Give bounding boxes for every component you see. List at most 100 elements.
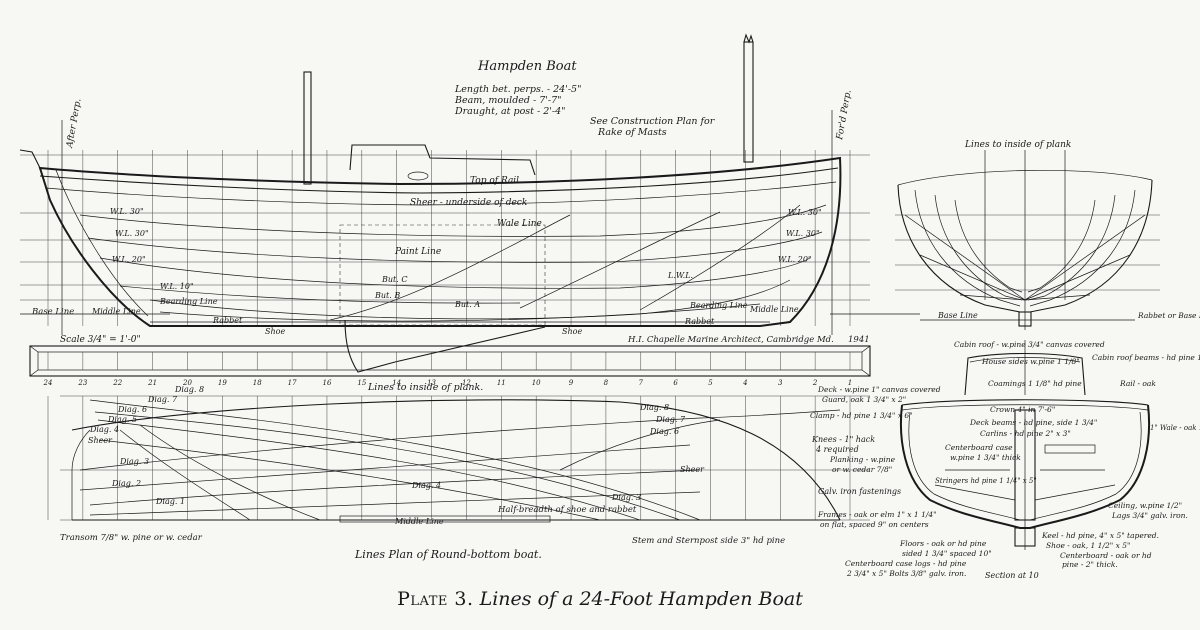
c-planking: Planking - w.pine bbox=[829, 455, 896, 464]
label-diag6-b: Diag. 6 bbox=[649, 427, 679, 436]
station-number: 8 bbox=[604, 379, 609, 387]
note-construction: See Construction Plan for bbox=[590, 116, 716, 127]
c-frames2: on flat, spaced 9" on centers bbox=[820, 520, 929, 529]
c-house-sides: House sides w.pine 1 1/8" bbox=[981, 357, 1080, 366]
scale-bar: Scale 3/4" = 1'-0" H.I. Chapelle Marine … bbox=[29, 335, 871, 393]
c-lags: Lags 3/4" galv. iron. bbox=[1111, 511, 1188, 520]
profile-view bbox=[19, 33, 920, 373]
station-number: 18 bbox=[253, 379, 262, 387]
label-after-perp: After Perp. bbox=[65, 98, 84, 150]
station-number: 13 bbox=[427, 379, 436, 387]
c-cabin-beams: Cabin roof beams - hd pine 1 3/8" x 4" bbox=[1092, 353, 1200, 362]
station-number: 7 bbox=[639, 379, 644, 387]
c-cb-case: Centerboard case bbox=[945, 443, 1013, 452]
c-knees: Knees - 1" hack bbox=[811, 435, 875, 444]
caption-plate: Plate 3. bbox=[397, 588, 474, 610]
label-bearding-aft: Bearding Line bbox=[159, 297, 218, 306]
label-wl20-aft: W.L. 20" bbox=[112, 255, 146, 264]
station-number: 11 bbox=[497, 379, 506, 387]
c-cb-case2: w.pine 1 3/4" thick bbox=[950, 453, 1021, 462]
plate-caption: Plate 3. Lines of a 24-Foot Hampden Boat bbox=[0, 588, 1200, 610]
spec-length: Length bet. perps. - 24'-5" bbox=[454, 84, 581, 95]
label-diag7-b: Diag. 7 bbox=[655, 415, 686, 424]
label-wl30-aft: W.L. 30" bbox=[110, 207, 144, 216]
label-middle-plan: Middle Line bbox=[394, 517, 444, 526]
station-number: 9 bbox=[569, 379, 574, 387]
c-carlins: Carlins - hd pine 2" x 3" bbox=[980, 429, 1071, 438]
label-sheer-b: Sheer bbox=[680, 465, 705, 474]
year-note: 1941 bbox=[848, 335, 870, 345]
label-diag1-a: Diag. 1 bbox=[155, 497, 185, 506]
label-diag3-a: Diag. 3 bbox=[119, 457, 149, 466]
label-diag5-a: Diag. 5 bbox=[107, 415, 137, 424]
label-lwl: L.W.L. bbox=[667, 271, 693, 280]
label-diag4-a: Diag. 4 bbox=[89, 425, 119, 434]
scale-note: Scale 3/4" = 1'-0" bbox=[60, 335, 141, 345]
label-top-of-rail: Top of Rail bbox=[470, 176, 519, 186]
label-rabbet-fwd: Rabbet bbox=[684, 317, 715, 326]
lines-inside-plank-mid: Lines to inside of plank. bbox=[367, 382, 483, 393]
c-rail: Rail - oak bbox=[1119, 379, 1156, 388]
label-wl30-fwd: W.L. 30" bbox=[788, 208, 822, 217]
station-number: 24 bbox=[43, 379, 53, 387]
plan-text: Diag. 8 Diag. 7 Diag. 6 Diag. 5 Diag. 4 … bbox=[60, 385, 785, 561]
c-planking2: or w. cedar 7/8" bbox=[832, 465, 892, 474]
label-rabbet-aft: Rabbet bbox=[212, 316, 243, 325]
note-rake: Rake of Masts bbox=[597, 127, 667, 138]
caption-title: Lines of a 24-Foot Hampden Boat bbox=[479, 588, 803, 610]
station-number: 12 bbox=[462, 379, 471, 387]
c-ceiling: Ceiling, w.pine 1/2" bbox=[1108, 501, 1182, 510]
body-plan: Lines to inside of plank Base Line Rabbe… bbox=[895, 140, 1200, 330]
station-number: 20 bbox=[182, 379, 192, 387]
drawing-title: Hampden Boat bbox=[477, 59, 577, 74]
c-cabin-roof: Cabin roof - w.pine 3/4" canvas covered bbox=[954, 340, 1105, 349]
label-shoe-fwd: Shoe bbox=[562, 327, 582, 336]
station-number: 10 bbox=[532, 379, 541, 387]
c-deck: Deck - w.pine 1" canvas covered bbox=[817, 385, 941, 394]
label-diag3-b: Diag. 3 bbox=[611, 493, 641, 502]
label-wl30b-fwd: W.L. 30" bbox=[786, 229, 820, 238]
spec-beam: Beam, moulded - 7'-7" bbox=[454, 95, 562, 106]
c-cb2: pine - 2" thick. bbox=[1062, 560, 1118, 569]
c-floors: Floors - oak or hd pine bbox=[899, 539, 987, 548]
spec-draught: Draught, at post - 2'-4" bbox=[454, 106, 566, 117]
body-plan-title: Lines to inside of plank bbox=[964, 140, 1071, 150]
c-galv: Galv. iron fastenings bbox=[818, 487, 901, 496]
label-wl30b-aft: W.L. 30" bbox=[115, 229, 149, 238]
label-bearding-fwd: Bearding Line bbox=[689, 301, 748, 310]
c-floors2: sided 1 3/4" spaced 10" bbox=[902, 549, 992, 558]
label-shoe-aft: Shoe bbox=[265, 327, 285, 336]
label-diag8-b: Diag. 8 bbox=[639, 403, 669, 412]
label-middle-aft: Middle Line bbox=[91, 307, 141, 316]
label-diag7-a: Diag. 7 bbox=[147, 395, 178, 404]
c-knees-req: 4 required bbox=[815, 445, 859, 454]
label-but-b: But. B bbox=[374, 291, 400, 300]
station-number: 4 bbox=[742, 379, 747, 387]
station-number: 1 bbox=[848, 379, 852, 387]
label-sheer-a: Sheer bbox=[88, 436, 113, 445]
station-number: 23 bbox=[77, 379, 87, 387]
label-diag2-a: Diag. 2 bbox=[111, 479, 141, 488]
station-number: 16 bbox=[322, 379, 331, 387]
station-number: 19 bbox=[218, 379, 227, 387]
c-crown: Crown 4" in 7'-6" bbox=[990, 405, 1055, 414]
label-wl20-fwd: W.L. 20" bbox=[778, 255, 812, 264]
label-wl10-aft: W.L. 10" bbox=[160, 282, 194, 291]
c-keel: Keel - hd pine, 4" x 5" tapered. bbox=[1041, 531, 1159, 540]
c-section: Section at 10 bbox=[985, 571, 1039, 580]
label-fwd-perp: For'd Perp. bbox=[835, 89, 854, 142]
label-stem: Stem and Sternpost side 3" hd pine bbox=[632, 536, 785, 546]
profile-text: Hampden Boat Length bet. perps. - 24'-5"… bbox=[31, 59, 854, 336]
construction-text: Cabin roof - w.pine 3/4" canvas covered … bbox=[810, 340, 1200, 580]
station-number: 14 bbox=[392, 379, 401, 387]
station-number: 15 bbox=[357, 379, 366, 387]
label-sheer: Sheer - underside of deck bbox=[410, 198, 527, 208]
c-guard: Guard, oak 1 3/4" x 2" bbox=[822, 395, 906, 404]
station-number: 2 bbox=[812, 379, 818, 387]
c-cb-logs: Centerboard case logs - hd pine bbox=[845, 559, 967, 568]
body-base-line: Base Line bbox=[937, 311, 978, 320]
label-but-c: But. C bbox=[381, 275, 407, 284]
plan-title: Lines Plan of Round-bottom boat. bbox=[354, 548, 542, 561]
c-deck-beams: Deck beams - hd pine, side 1 3/4" bbox=[969, 418, 1097, 427]
